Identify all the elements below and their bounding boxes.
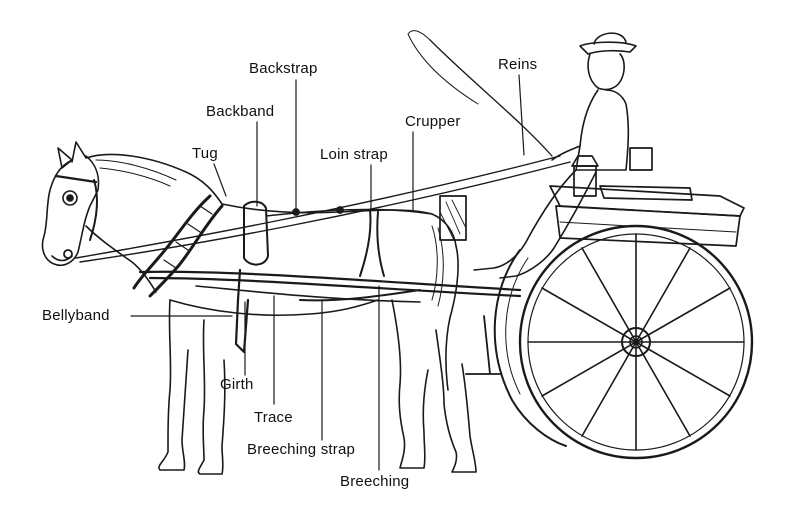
label-breeching-strap: Breeching strap [247,441,356,458]
label-tug: Tug [192,145,218,162]
cart [439,147,754,460]
pony [41,141,477,475]
label-loin-strap: Loin strap [320,146,388,163]
label-backband: Backband [206,103,275,120]
label-backstrap: Backstrap [249,60,318,77]
harness [54,155,571,354]
driver [407,30,637,279]
label-girth: Girth [220,376,254,393]
label-bellyband: Bellyband [42,307,110,324]
reins-leader [518,74,525,156]
hat-icon [579,41,637,55]
label-reins: Reins [498,56,538,73]
ear-icon [71,141,87,163]
tug-leader [213,163,227,197]
label-breeching: Breeching [340,473,410,490]
label-trace: Trace [254,409,293,426]
label-crupper: Crupper [405,113,461,130]
leader-lines [130,74,525,471]
